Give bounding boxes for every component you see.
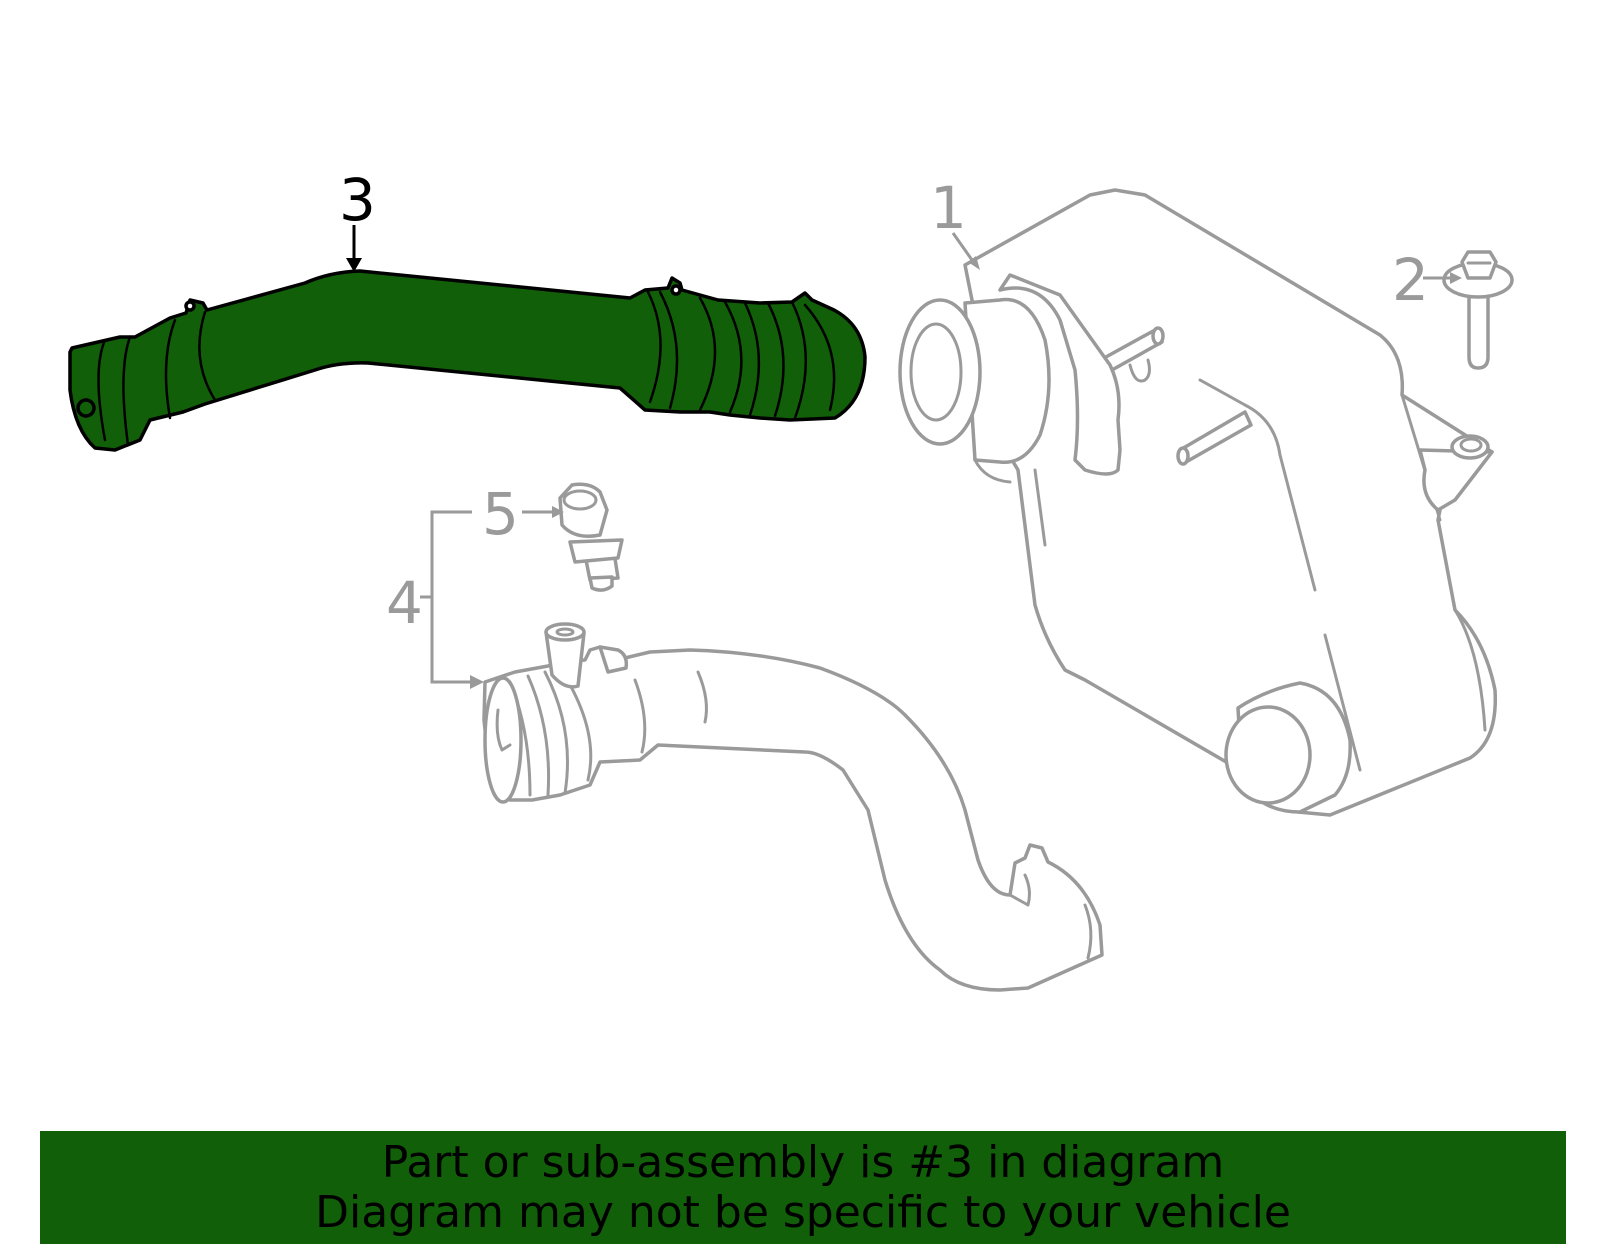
info-banner: Part or sub-assembly is #3 in diagram Di… [40, 1131, 1566, 1244]
part-3-intake-hose[interactable] [68, 269, 867, 452]
callout-5: 5 [482, 480, 519, 548]
callout-3: 3 [339, 166, 376, 234]
callout-4-bracket [420, 510, 484, 689]
part-4-air-duct[interactable] [482, 622, 1104, 992]
part-5-sensor[interactable] [558, 482, 624, 592]
callout-1-leader [951, 232, 980, 270]
callout-4: 4 [386, 569, 423, 637]
part-2-bolt[interactable] [1442, 250, 1514, 370]
part-1-intercooler[interactable] [898, 188, 1498, 817]
banner-line-2: Diagram may not be specific to your vehi… [315, 1186, 1291, 1238]
callout-3-leader [346, 225, 362, 272]
callout-5-leader [522, 506, 564, 518]
callout-1: 1 [930, 174, 967, 242]
callout-2-leader [1423, 272, 1462, 284]
banner-line-1: Part or sub-assembly is #3 in diagram [381, 1136, 1225, 1188]
callout-2: 2 [1392, 246, 1429, 314]
